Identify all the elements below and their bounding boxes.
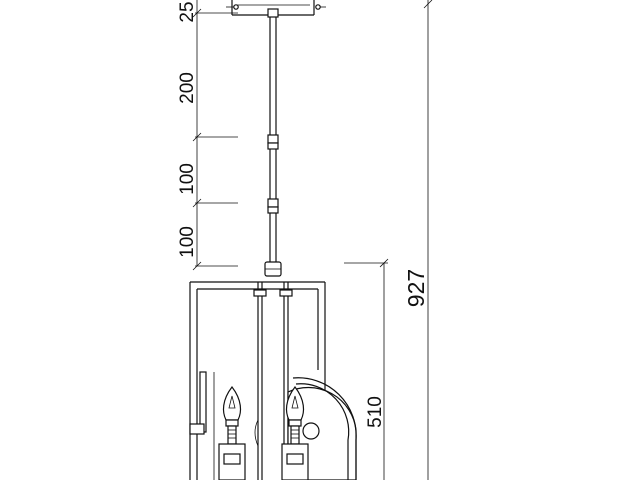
dimension-label-510: 510 [365,396,386,428]
disc-knob [302,422,320,440]
socket-detail [286,453,304,465]
down-rod [264,17,282,277]
bulb-neck [288,419,302,427]
left-dimension-stack: 25 200 100 100 [177,0,238,271]
bulb-neck [225,419,239,427]
cage-curve-detail [254,419,259,447]
bulb-base [227,425,237,445]
screw-icon [315,4,321,10]
dimension-label-200: 200 [177,72,198,104]
canopy-nut [267,8,279,18]
bulb-filament-icon [228,395,236,409]
screw-icon [233,4,239,10]
cage-bracket [279,289,293,297]
right-overall-dimension: 927 [403,0,433,480]
rod-coupler [267,198,279,208]
cage-left-clip [189,423,205,435]
dimension-label-25: 25 [177,1,198,22]
dimension-label-100-upper: 100 [177,163,198,195]
socket-detail [223,453,241,465]
rod-coupler [267,142,279,150]
disc-shade-inner [295,383,350,480]
candle-bulb-left [218,386,246,480]
cage-bracket [253,289,267,297]
disc-shade-outline [292,377,357,480]
dimension-label-927: 927 [403,269,429,307]
shade-height-dimension: 510 [344,258,389,480]
candle-bulb-right [281,386,309,480]
dim-tick [379,258,389,268]
cage-left-panel [199,371,207,433]
dim-tick [423,0,433,9]
dimension-label-100-lower: 100 [177,226,198,258]
ceiling-canopy [226,0,326,18]
bulb-base [290,425,300,445]
bulb-glass [222,386,242,421]
rod-coupler [267,134,279,144]
rod-coupler [267,206,279,214]
bulb-filament-icon [291,395,299,409]
